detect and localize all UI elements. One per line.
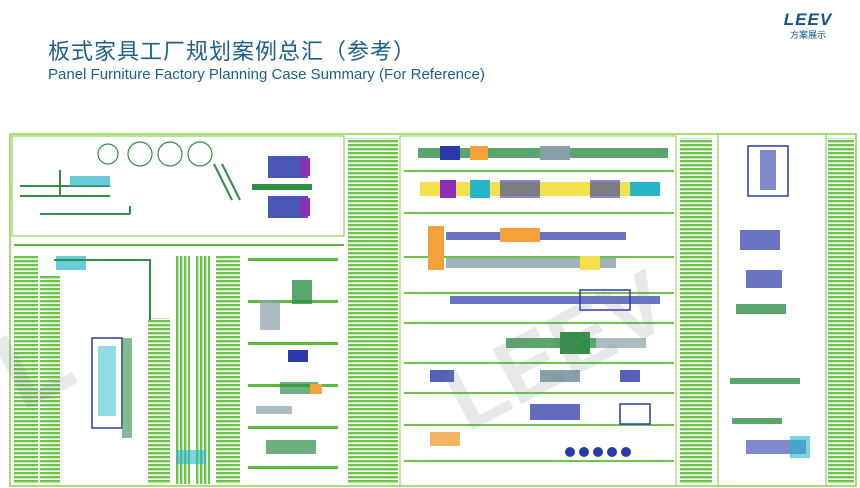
production-line-3 bbox=[428, 226, 626, 270]
conveyor-line bbox=[213, 163, 241, 201]
machine-block bbox=[122, 338, 132, 438]
logo-subtitle: 方案展示 bbox=[789, 31, 826, 41]
machine-block bbox=[256, 406, 292, 414]
machine-block bbox=[288, 350, 308, 362]
page-title-cn: 板式家具工厂规划案例总汇（参考） bbox=[48, 40, 417, 65]
conveyor-line bbox=[20, 170, 131, 215]
machine-block bbox=[98, 346, 116, 416]
storage-rack bbox=[40, 276, 60, 484]
production-line-1 bbox=[418, 146, 668, 160]
production-line-2 bbox=[420, 180, 660, 198]
conveyor-line bbox=[54, 259, 151, 320]
storage-rack bbox=[196, 256, 210, 484]
zone-right-block bbox=[717, 133, 827, 487]
machine-block bbox=[56, 256, 86, 270]
storage-rack bbox=[828, 138, 854, 484]
storage-rack bbox=[680, 138, 712, 484]
leev-logo-icon: LEEV 方案展示 bbox=[768, 10, 848, 41]
turntable-group bbox=[97, 141, 213, 167]
production-line-5 bbox=[506, 332, 646, 354]
machine-block bbox=[268, 196, 308, 218]
storage-rack bbox=[216, 256, 240, 484]
right-block-machines bbox=[730, 145, 810, 458]
machine-block bbox=[292, 280, 312, 304]
machine-block bbox=[266, 440, 316, 454]
machine-block bbox=[252, 184, 312, 190]
production-line-6 bbox=[430, 370, 651, 457]
page-title-en: Panel Furniture Factory Planning Case Su… bbox=[48, 66, 485, 83]
storage-rack bbox=[148, 318, 170, 484]
machine-block bbox=[280, 382, 318, 394]
storage-rack bbox=[348, 138, 398, 484]
storage-rack bbox=[176, 256, 190, 484]
factory-layout-plan bbox=[9, 133, 857, 487]
middle-lines bbox=[404, 170, 674, 462]
machine-block bbox=[260, 300, 280, 330]
machine-block bbox=[300, 158, 310, 176]
machine-block bbox=[176, 450, 206, 464]
machine-block bbox=[300, 198, 310, 216]
zone-top-left bbox=[11, 135, 345, 237]
machine-block bbox=[268, 156, 308, 178]
storage-rack bbox=[14, 256, 38, 484]
zone-middle bbox=[399, 135, 677, 487]
production-line-4 bbox=[450, 289, 660, 311]
logo-wordmark: LEEV bbox=[783, 10, 833, 29]
machine-block bbox=[310, 384, 322, 394]
machine-block bbox=[70, 176, 110, 186]
